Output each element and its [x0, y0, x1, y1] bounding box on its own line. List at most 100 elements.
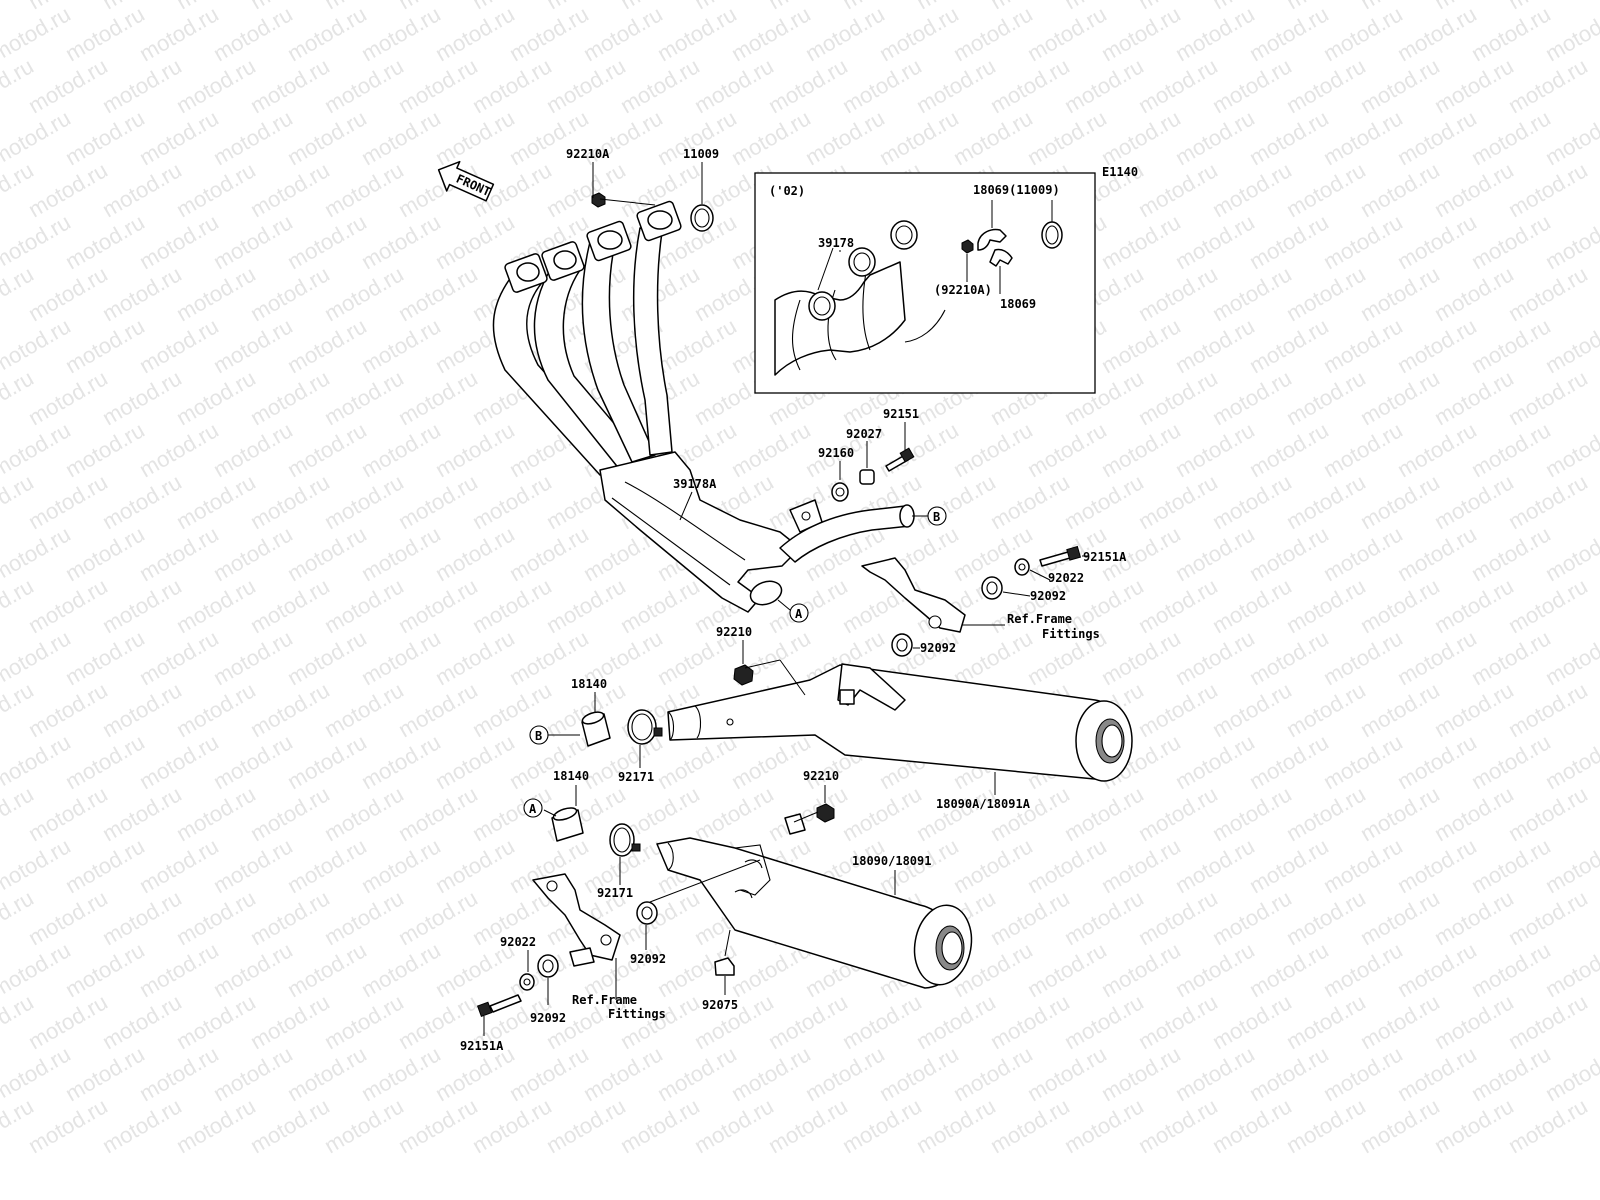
- watermark-text: motod.ru: [1467, 209, 1555, 274]
- watermark-text: motod.ru: [1541, 1, 1600, 66]
- watermark-text: motod.ru: [98, 677, 186, 742]
- watermark-text: motod.ru: [98, 781, 186, 846]
- watermark-text: motod.ru: [1504, 677, 1592, 742]
- watermark-text: motod.ru: [1356, 157, 1444, 222]
- watermark-text: motod.ru: [209, 937, 297, 1002]
- watermark-text: motod.ru: [394, 365, 482, 430]
- watermark-text: motod.ru: [1134, 573, 1222, 638]
- watermark-text: motod.ru: [1097, 313, 1185, 378]
- watermark-text: motod.ru: [1393, 937, 1481, 1002]
- watermark-text: motod.ru: [1430, 261, 1518, 326]
- watermark-text: motod.ru: [579, 1, 667, 66]
- watermark-text: motod.ru: [172, 365, 260, 430]
- watermark-text: motod.ru: [135, 1, 223, 66]
- watermark-text: motod.ru: [357, 313, 445, 378]
- watermark-text: motod.ru: [1541, 1041, 1600, 1106]
- ref-b-joint-label: B: [535, 729, 542, 743]
- watermark-text: motod.ru: [986, 1093, 1074, 1158]
- watermark-text: motod.ru: [61, 625, 149, 690]
- watermark-text: motod.ru: [912, 53, 1000, 118]
- watermark-text: motod.ru: [838, 989, 926, 1054]
- watermark-text: motod.ru: [1430, 677, 1518, 742]
- watermark-text: motod.ru: [246, 469, 334, 534]
- watermark-text: motod.ru: [283, 625, 371, 690]
- watermark-text: motod.ru: [1393, 1, 1481, 66]
- watermark-text: motod.ru: [1430, 469, 1518, 534]
- watermark-text: motod.ru: [1430, 1093, 1518, 1158]
- watermark-text: motod.ru: [246, 885, 334, 950]
- watermark-text: motod.ru: [542, 157, 630, 222]
- watermark-text: motod.ru: [1023, 105, 1111, 170]
- watermark-text: motod.ru: [1245, 625, 1333, 690]
- watermark-text: motod.ru: [1060, 53, 1148, 118]
- watermark-text: motod.ru: [1208, 573, 1296, 638]
- label-18140-lower: 18140: [553, 769, 589, 783]
- watermark-text: motod.ru: [1208, 365, 1296, 430]
- watermark-text: motod.ru: [1467, 105, 1555, 170]
- watermark-text: motod.ru: [468, 781, 556, 846]
- watermark-text: motod.ru: [1319, 833, 1407, 898]
- watermark-text: motod.ru: [505, 521, 593, 586]
- watermark-text: motod.ru: [209, 729, 297, 794]
- watermark-text: motod.ru: [98, 573, 186, 638]
- watermark-text: motod.ru: [912, 989, 1000, 1054]
- watermark-text: motod.ru: [468, 53, 556, 118]
- watermark-text: motod.ru: [1541, 105, 1600, 170]
- watermark-text: motod.ru: [1541, 417, 1600, 482]
- watermark-text: motod.ru: [949, 625, 1037, 690]
- label-92151: 92151: [883, 407, 919, 421]
- label-fittings-right: Fittings: [1042, 627, 1100, 641]
- watermark-text: motod.ru: [764, 53, 852, 118]
- watermark-text: motod.ru: [135, 417, 223, 482]
- watermark-text: motod.ru: [1282, 989, 1370, 1054]
- watermark-text: motod.ru: [172, 885, 260, 950]
- watermark-text: motod.ru: [1467, 417, 1555, 482]
- watermark-text: motod.ru: [1504, 1093, 1592, 1158]
- watermark-text: motod.ru: [357, 729, 445, 794]
- watermark-text: motod.ru: [912, 781, 1000, 846]
- watermark-text: motod.ru: [1356, 573, 1444, 638]
- watermark-text: motod.ru: [838, 53, 926, 118]
- watermark-text: motod.ru: [542, 53, 630, 118]
- watermark-text: motod.ru: [468, 1093, 556, 1158]
- watermark-text: motod.ru: [431, 833, 519, 898]
- watermark-text: motod.ru: [912, 1093, 1000, 1158]
- watermark-text: motod.ru: [283, 833, 371, 898]
- watermark-text: motod.ru: [764, 989, 852, 1054]
- watermark-text: motod.ru: [1097, 209, 1185, 274]
- watermark-text: motod.ru: [1356, 469, 1444, 534]
- watermark-text: motod.ru: [246, 573, 334, 638]
- watermark-text: motod.ru: [246, 157, 334, 222]
- watermark-text: motod.ru: [653, 1041, 741, 1106]
- watermark-text: motod.ru: [1430, 781, 1518, 846]
- watermark-text: motod.ru: [135, 937, 223, 1002]
- watermark-text: motod.ru: [61, 209, 149, 274]
- watermark-text: motod.ru: [1060, 989, 1148, 1054]
- watermark-text: motod.ru: [1393, 209, 1481, 274]
- label-92022-right: 92022: [1048, 571, 1084, 585]
- watermark-text: motod.ru: [986, 885, 1074, 950]
- watermark-text: motod.ru: [135, 313, 223, 378]
- watermark-text: motod.ru: [320, 573, 408, 638]
- watermark-text: motod.ru: [98, 885, 186, 950]
- watermark-text: motod.ru: [838, 573, 926, 638]
- damper-92092-right-lower: [891, 633, 913, 657]
- label-92151a-right: 92151A: [1083, 550, 1127, 564]
- watermark-text: motod.ru: [1245, 729, 1333, 794]
- watermark-text: motod.ru: [690, 1093, 778, 1158]
- watermark-text: motod.ru: [1393, 417, 1481, 482]
- watermark-text: motod.ru: [1430, 365, 1518, 430]
- label-92092-right-upper: 92092: [1030, 589, 1066, 603]
- label-92075: 92075: [702, 998, 738, 1012]
- watermark-text: motod.ru: [542, 1093, 630, 1158]
- watermark-text: motod.ru: [690, 53, 778, 118]
- watermark-text: motod.ru: [61, 937, 149, 1002]
- watermark-text: motod.ru: [61, 521, 149, 586]
- watermark-text: motod.ru: [357, 833, 445, 898]
- watermark-text: motod.ru: [24, 989, 112, 1054]
- watermark-text: motod.ru: [61, 1041, 149, 1106]
- label-39178a: 39178A: [673, 477, 717, 491]
- watermark-text: motod.ru: [1245, 1, 1333, 66]
- watermark-text: motod.ru: [1134, 1093, 1222, 1158]
- watermark-text: motod.ru: [1319, 209, 1407, 274]
